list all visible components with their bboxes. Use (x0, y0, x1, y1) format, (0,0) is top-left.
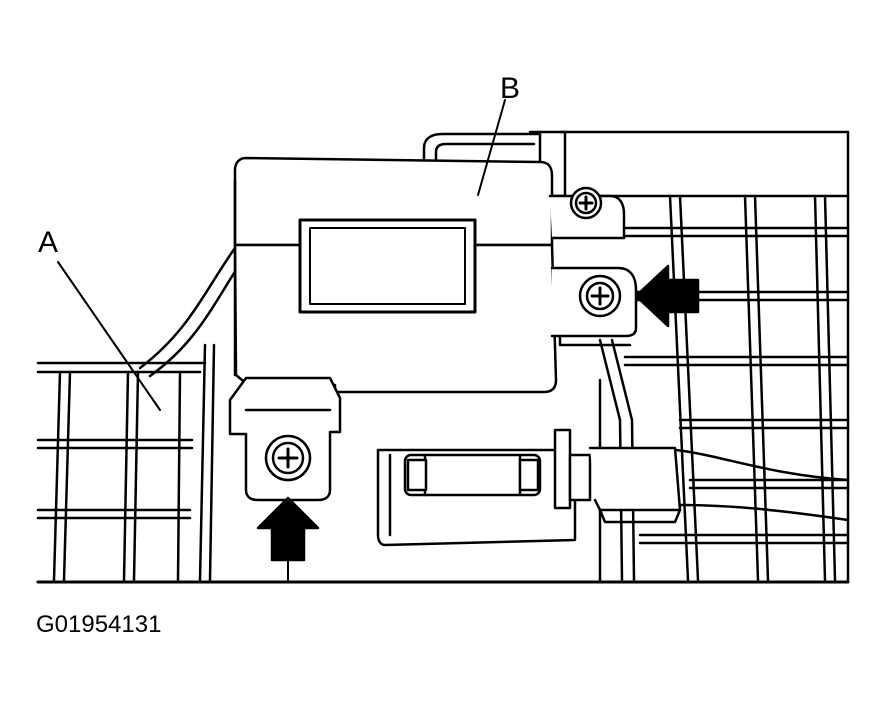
leader-lines (58, 100, 505, 410)
figure-id: G01954131 (36, 611, 162, 638)
leader-line-a (58, 262, 160, 410)
fuse-holder (378, 430, 575, 545)
wire-connector (570, 448, 848, 522)
control-module (235, 158, 556, 392)
tray-grid (38, 132, 848, 582)
upper-mounting-tab (550, 188, 624, 238)
leader-line-b (478, 100, 505, 195)
wire-harness-left (140, 248, 244, 376)
arrow-front-screw (258, 498, 318, 580)
front-mounting-tab (230, 378, 340, 500)
right-mounting-tab (552, 268, 636, 345)
arrow-right-screw (636, 266, 698, 326)
callout-label-b: B (500, 72, 521, 105)
callout-label-a: A (38, 226, 59, 259)
